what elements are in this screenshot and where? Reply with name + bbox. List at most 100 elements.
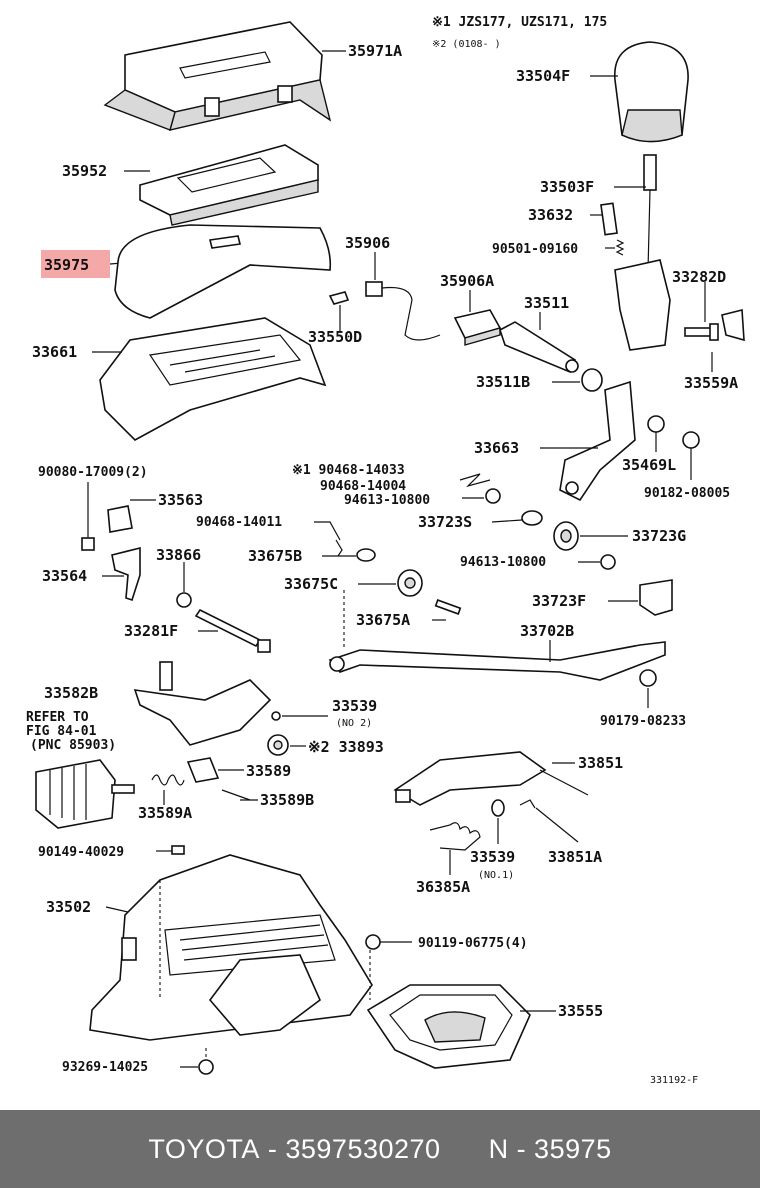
label-90149: 90149-40029 [38,845,124,860]
label-36385A: 36385A [416,878,470,896]
label-90080: 90080-17009(2) [38,465,148,480]
part-33675B [356,548,376,562]
label-93269: 93269-14025 [62,1060,148,1075]
label-90119: 90119-06775(4) [418,936,528,951]
label-33539a: 33539 [332,697,377,715]
part-90149 [171,845,185,855]
label-33555: 33555 [558,1002,603,1020]
part-33675A [434,599,462,615]
part-33555 [366,984,531,1069]
label-33564: 33564 [42,567,87,585]
part-info-footer: TOYOTA - 3597530270 N - 35975 [0,1110,760,1188]
part-90119-bolt [365,934,381,950]
part-33663 [559,380,636,502]
part-33702B [328,641,666,681]
part-90179 [639,669,657,687]
footer-part-number: 3597530270 [285,1133,441,1164]
label-35975: 35975 [44,256,89,274]
label-35952: 35952 [62,162,107,180]
label-90501: 90501-09160 [492,242,578,257]
part-33723F [639,579,673,616]
label-33675C: 33675C [284,575,338,593]
part-33866 [176,592,192,608]
part-33564 [111,546,141,602]
label-33851A: 33851A [548,848,602,866]
part-33539-no1 [491,799,505,817]
part-33632 [600,202,618,236]
label-35469L: 35469L [622,456,676,474]
label-90468b: 90468-14004 [320,479,406,494]
part-33675C [397,569,423,597]
part-35906 [365,281,441,341]
label-33675B: 33675B [248,547,302,565]
label-33539b-sub: (NO.1) [478,870,514,881]
label-33559A: 33559A [684,374,738,392]
label-90182: 90182-08005 [644,486,730,501]
label-33723G: 33723G [632,527,686,545]
label-33281F: 33281F [124,622,178,640]
footer-ref: N - 35975 [488,1133,612,1164]
label-33723S: 33723S [418,513,472,531]
footer-separator: - [259,1133,286,1164]
label-35971A: 35971A [348,42,402,60]
part-33511 [499,321,579,374]
part-33503F [614,154,671,351]
label-33661: 33661 [32,343,77,361]
label-33539b: 33539 [470,848,515,866]
label-33663: 33663 [474,439,519,457]
label-33582B: 33582B [44,684,98,702]
part-33563 [107,505,133,533]
part-33504F [614,41,689,143]
part-90182-nut [682,431,700,449]
note-2: ※2 (0108- ) [432,39,501,50]
part-33723G [553,521,579,551]
label-33675A: 33675A [356,611,410,629]
part-33511B [581,368,603,392]
part-90080 [81,537,95,551]
part-35971A [103,21,332,131]
part-33502 [89,854,373,1041]
part-33582B [133,661,272,746]
refer-line-1: REFER TO [26,710,89,725]
label-90468c: 90468-14011 [196,515,282,530]
note-1: ※1 JZS177, UZS171, 175 [432,15,607,30]
footer-brand: TOYOTA [148,1133,260,1164]
part-35906A [453,309,502,346]
part-33893 [267,734,289,756]
part-36385A [429,822,481,851]
label-33589: 33589 [246,762,291,780]
highlight-35975 [41,250,110,278]
refer-line-2: FIG 84-01 [26,724,97,739]
part-35952 [139,144,319,226]
part-94613-washer-b [600,554,616,570]
part-33281F [194,608,271,653]
label-33539a-sub: (NO 2) [336,718,372,729]
part-90501-spring [615,239,625,256]
label-33589B: 33589B [260,791,314,809]
label-33282D: 33282D [672,268,726,286]
part-33589A [151,774,185,786]
label-33550D: 33550D [308,328,362,346]
part-33851A [519,799,536,809]
footer-gap [441,1134,489,1165]
label-94613a: 94613-10800 [344,493,430,508]
part-35469L [647,415,665,433]
label-33563: 33563 [158,491,203,509]
label-33851: 33851 [578,754,623,772]
label-33893: ※2 33893 [308,738,384,756]
refer-line-3: (PNC 85903) [30,738,116,753]
part-33539-no2 [271,711,281,721]
part-33589B [221,789,251,801]
label-33723F: 33723F [532,592,586,610]
label-33511: 33511 [524,294,569,312]
label-33632: 33632 [528,206,573,224]
part-33723S [521,510,543,526]
label-94613b: 94613-10800 [460,555,546,570]
label-33589A: 33589A [138,804,192,822]
part-33661 [99,317,327,441]
part-refer-unit [35,759,135,829]
label-35906A: 35906A [440,272,494,290]
part-35975 [114,224,332,319]
part-94613-washer [485,488,501,504]
label-33503F: 33503F [540,178,594,196]
